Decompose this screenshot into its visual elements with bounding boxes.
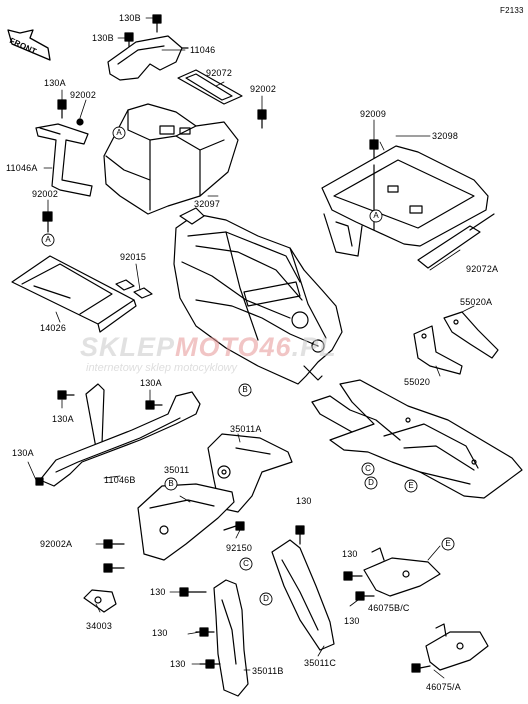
tray-32098 — [321, 139, 489, 257]
ref-marker-c: C — [365, 464, 371, 473]
part-label: 92002 — [70, 90, 97, 100]
part-label: 130 — [152, 628, 168, 638]
part-label: 11046B — [104, 475, 136, 485]
ref-marker-d: D — [368, 478, 374, 487]
part-label: 130A — [140, 378, 162, 388]
ref-marker-a: A — [45, 235, 51, 244]
bracket-11046a — [35, 99, 93, 197]
bolt-92002-lower-left — [42, 211, 53, 233]
bolt-92002-upper-right — [257, 109, 267, 129]
part-label: 130B — [92, 33, 114, 43]
pivot-34003 — [83, 589, 117, 613]
ref-marker-b: B — [242, 385, 248, 394]
part-label: 130 — [170, 659, 186, 669]
ref-marker-b: B — [168, 479, 174, 488]
part-label: 14026 — [40, 323, 67, 333]
part-label: 92002 — [250, 84, 277, 94]
footrest-bracket-35011c — [271, 525, 335, 651]
part-label: 35011 — [164, 465, 190, 475]
part-label: 34003 — [86, 621, 113, 631]
bracket-55020a — [443, 311, 499, 359]
part-label: 130 — [296, 496, 312, 506]
main-frame — [173, 207, 343, 385]
part-label: 11046 — [190, 45, 216, 55]
part-label: 32097 — [194, 199, 221, 209]
bracket-11046b — [35, 383, 201, 487]
bolt-130b-top — [124, 14, 162, 51]
battery-case-32097 — [103, 103, 239, 215]
footrest-35011 — [103, 483, 245, 573]
part-label: 55020 — [404, 377, 431, 387]
part-label: 35011B — [252, 666, 284, 676]
bracket-46075a — [411, 623, 489, 673]
ref-marker-a: A — [116, 128, 122, 137]
rear-subframe — [311, 379, 523, 499]
part-label: 55020A — [460, 297, 493, 307]
strap-92072 — [177, 69, 243, 105]
ref-marker-c: C — [243, 559, 249, 568]
part-label: 46075/A — [426, 682, 461, 692]
watermark-logo: SKLEPMOTO46.PL — [80, 332, 337, 362]
cover-11046 — [107, 35, 189, 81]
footrest-bracket-35011b — [179, 579, 249, 697]
part-label: 35011A — [230, 424, 262, 434]
part-label: 92002 — [32, 189, 59, 199]
watermark-tagline: internetowy sklep motocyklowy — [86, 362, 238, 374]
ref-marker-a: A — [373, 211, 379, 220]
plate-14026 — [11, 255, 137, 333]
leader-lines — [27, 17, 475, 679]
part-label: 130 — [342, 549, 358, 559]
part-label: 92002A — [40, 539, 73, 549]
part-label: 92009 — [360, 109, 387, 119]
ref-circles — [41, 126, 455, 606]
part-label: 92015 — [120, 252, 147, 262]
part-label: 130 — [344, 616, 360, 626]
bracket-55020 — [413, 325, 463, 375]
front-arrow — [7, 29, 51, 61]
part-label: 130A — [44, 78, 66, 88]
part-label: 130B — [119, 13, 141, 23]
bracket-46075bc — [343, 547, 441, 601]
diagram-code: F2133 — [500, 6, 524, 15]
part-label: 92150 — [226, 543, 253, 553]
part-label: 130 — [150, 587, 166, 597]
pads-92015 — [115, 279, 153, 299]
part-label: 32098 — [432, 131, 459, 141]
ref-marker-d: D — [263, 594, 269, 603]
part-label: 92072A — [466, 264, 499, 274]
part-label: 35011C — [304, 658, 337, 668]
part-label: 11046A — [6, 163, 38, 173]
strap-92072a — [417, 213, 495, 269]
part-label: 130A — [12, 448, 34, 458]
ref-marker-e: E — [445, 539, 451, 548]
part-label: 130A — [52, 414, 74, 424]
part-label: 92072 — [206, 68, 233, 78]
part-label: 46075B/C — [368, 603, 410, 613]
ref-marker-e: E — [408, 481, 414, 490]
